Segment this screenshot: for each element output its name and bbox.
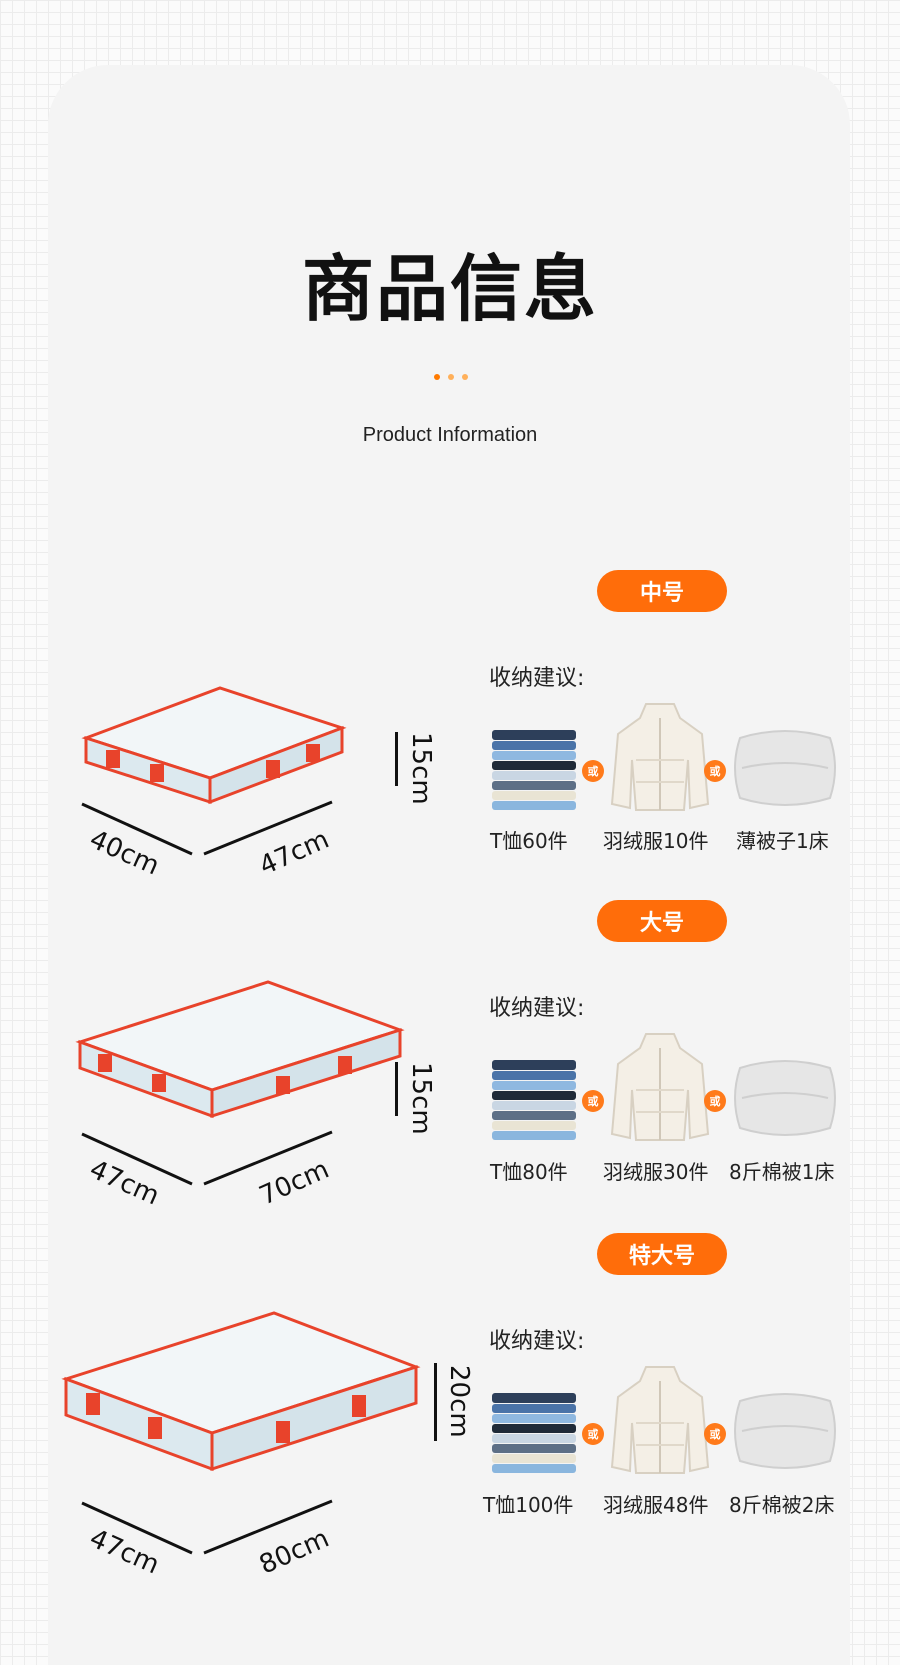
item-label-jacket: 羽绒服10件	[603, 829, 709, 853]
down-jacket-icon	[610, 1033, 710, 1141]
size-section-large: 大号 收纳建议: 47cm 70cm 15cm 或 或 T恤80件	[0, 892, 900, 1211]
size-badge: 特大号	[597, 1233, 727, 1275]
folded-tshirts-icon	[492, 730, 576, 810]
or-badge: 或	[582, 1090, 604, 1112]
item-label-jacket: 羽绒服30件	[603, 1160, 709, 1184]
storage-box-image	[61, 1311, 421, 1472]
page-subtitle: Product Information	[362, 424, 538, 446]
advice-label: 收纳建议:	[489, 1329, 585, 1354]
or-badge: 或	[582, 1423, 604, 1445]
storage-box-image	[81, 686, 347, 805]
or-badge: 或	[704, 760, 726, 782]
size-section-extra-large: 特大号 收纳建议: 47cm 80cm 20cm 或 或 T恤100件	[0, 1225, 900, 1580]
dimension-lines	[81, 1499, 333, 1555]
advice-label: 收纳建议:	[489, 666, 585, 691]
height-line	[395, 1062, 398, 1116]
item-label-quilt: 薄被子1床	[736, 829, 829, 853]
item-label-tshirts: T恤80件	[490, 1160, 568, 1184]
down-jacket-icon	[610, 1366, 710, 1474]
folded-tshirts-icon	[492, 1393, 576, 1473]
item-label-quilt: 8斤棉被1床	[729, 1160, 835, 1184]
or-badge: 或	[582, 760, 604, 782]
down-jacket-icon	[610, 703, 710, 811]
quilt-icon	[734, 730, 836, 806]
height-line	[395, 732, 398, 786]
or-badge: 或	[704, 1423, 726, 1445]
size-badge: 大号	[597, 900, 727, 942]
or-badge: 或	[704, 1090, 726, 1112]
quilt-icon	[734, 1060, 836, 1136]
folded-tshirts-icon	[492, 1060, 576, 1140]
size-section-medium: 中号 收纳建议: 40cm 47cm 15cm 或 或 T	[0, 560, 900, 881]
item-label-tshirts: T恤100件	[483, 1493, 574, 1517]
storage-box-image	[75, 980, 405, 1119]
title-divider-dots	[434, 374, 468, 380]
quilt-icon	[734, 1393, 836, 1469]
dimension-lines	[81, 1130, 333, 1186]
advice-label: 收纳建议:	[489, 996, 585, 1021]
dim-height: 20cm	[444, 1365, 474, 1438]
dimension-lines	[81, 800, 333, 856]
item-label-quilt: 8斤棉被2床	[729, 1493, 835, 1517]
item-label-jacket: 羽绒服48件	[603, 1493, 709, 1517]
item-label-tshirts: T恤60件	[490, 829, 568, 853]
size-badge: 中号	[597, 570, 727, 612]
page-title: 商品信息	[301, 247, 598, 331]
height-line	[434, 1363, 437, 1441]
dim-height: 15cm	[406, 1062, 436, 1135]
dim-height: 15cm	[406, 732, 436, 805]
